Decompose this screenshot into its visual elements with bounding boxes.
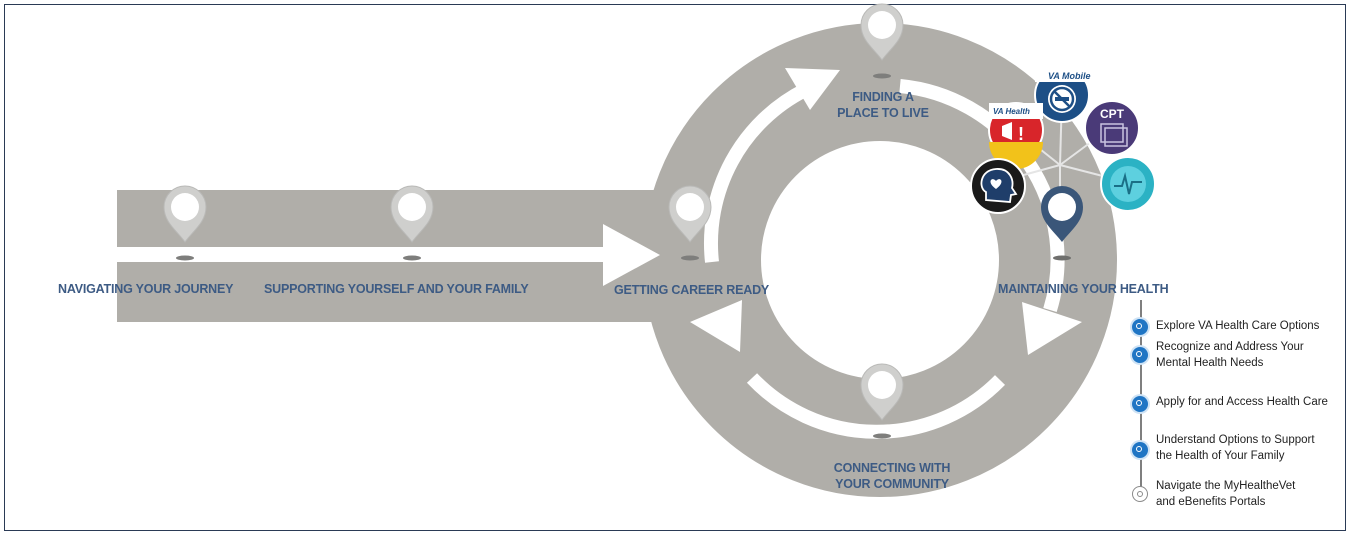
health-step-line1: Navigate the MyHealtheVet — [1156, 480, 1296, 492]
va-health-app-label: VA Health — [993, 107, 1030, 116]
health-step-line1: Explore VA Health Care Options — [1156, 320, 1320, 332]
stage-label-supporting: SUPPORTING YOURSELF AND YOUR FAMILY — [264, 282, 529, 296]
health-steps-connector — [1140, 300, 1142, 490]
health-step-line1: Apply for and Access Health Care — [1156, 396, 1328, 408]
health-dot-icon — [1132, 442, 1148, 458]
pulse-head-app-icon[interactable] — [1100, 156, 1156, 212]
ring-arrow-upper — [703, 83, 809, 263]
health-step-line1: Understand Options to Support — [1156, 434, 1315, 446]
stage-label-place-line2: PLACE TO LIVE — [837, 106, 929, 120]
svg-text:!: ! — [1018, 124, 1024, 144]
health-dot-icon — [1132, 347, 1148, 363]
ring-arrow-lower — [746, 373, 1006, 439]
va-mobile-no-smoking-app-icon[interactable] — [1034, 67, 1090, 123]
share-icon — [1132, 486, 1148, 502]
cpt-app-label: CPT — [1100, 107, 1125, 121]
stage-label-place: FINDING A PLACE TO LIVE — [828, 89, 938, 121]
entry-arrow-head — [603, 224, 660, 286]
mindful-brain-heart-app-icon[interactable] — [970, 158, 1026, 214]
va-mobile-app-label: VA Mobile — [1048, 71, 1091, 81]
stage-label-community-line2: YOUR COMMUNITY — [835, 477, 949, 491]
ring-arrow-head-lower — [690, 300, 742, 352]
ring-arrow-head-right — [1022, 302, 1082, 355]
ring-arrow-head-upper — [785, 68, 840, 110]
cpt-app-icon[interactable] — [1084, 100, 1140, 156]
pin-supporting-icon — [390, 185, 434, 261]
stage-label-place-line1: FINDING A — [852, 90, 914, 104]
stage-label-health: MAINTAINING YOUR HEALTH — [998, 282, 1169, 296]
stage-label-community-line1: CONNECTING WITH — [833, 461, 951, 475]
health-step-line1: Recognize and Address Your — [1156, 341, 1304, 353]
health-steps-list: Explore VA Health Care Options Recognize… — [1126, 300, 1341, 520]
road-lane-stripe — [117, 247, 607, 262]
health-step-line2: the Health of Your Family — [1156, 450, 1285, 462]
health-dot-icon — [1132, 396, 1148, 412]
health-dot-icon — [1132, 319, 1148, 335]
health-step-line2: Mental Health Needs — [1156, 357, 1264, 369]
stage-label-community: CONNECTING WITH YOUR COMMUNITY — [822, 460, 962, 492]
pin-career-icon — [668, 185, 712, 261]
stage-label-navigating: NAVIGATING YOUR JOURNEY — [58, 282, 234, 296]
stage-label-career: GETTING CAREER READY — [614, 283, 770, 297]
pin-place-icon — [860, 3, 904, 79]
pin-community-icon — [860, 363, 904, 439]
health-step-line2: and eBenefits Portals — [1156, 496, 1266, 508]
pin-navigating-icon — [163, 185, 207, 261]
pin-health-active-icon — [1041, 186, 1083, 261]
